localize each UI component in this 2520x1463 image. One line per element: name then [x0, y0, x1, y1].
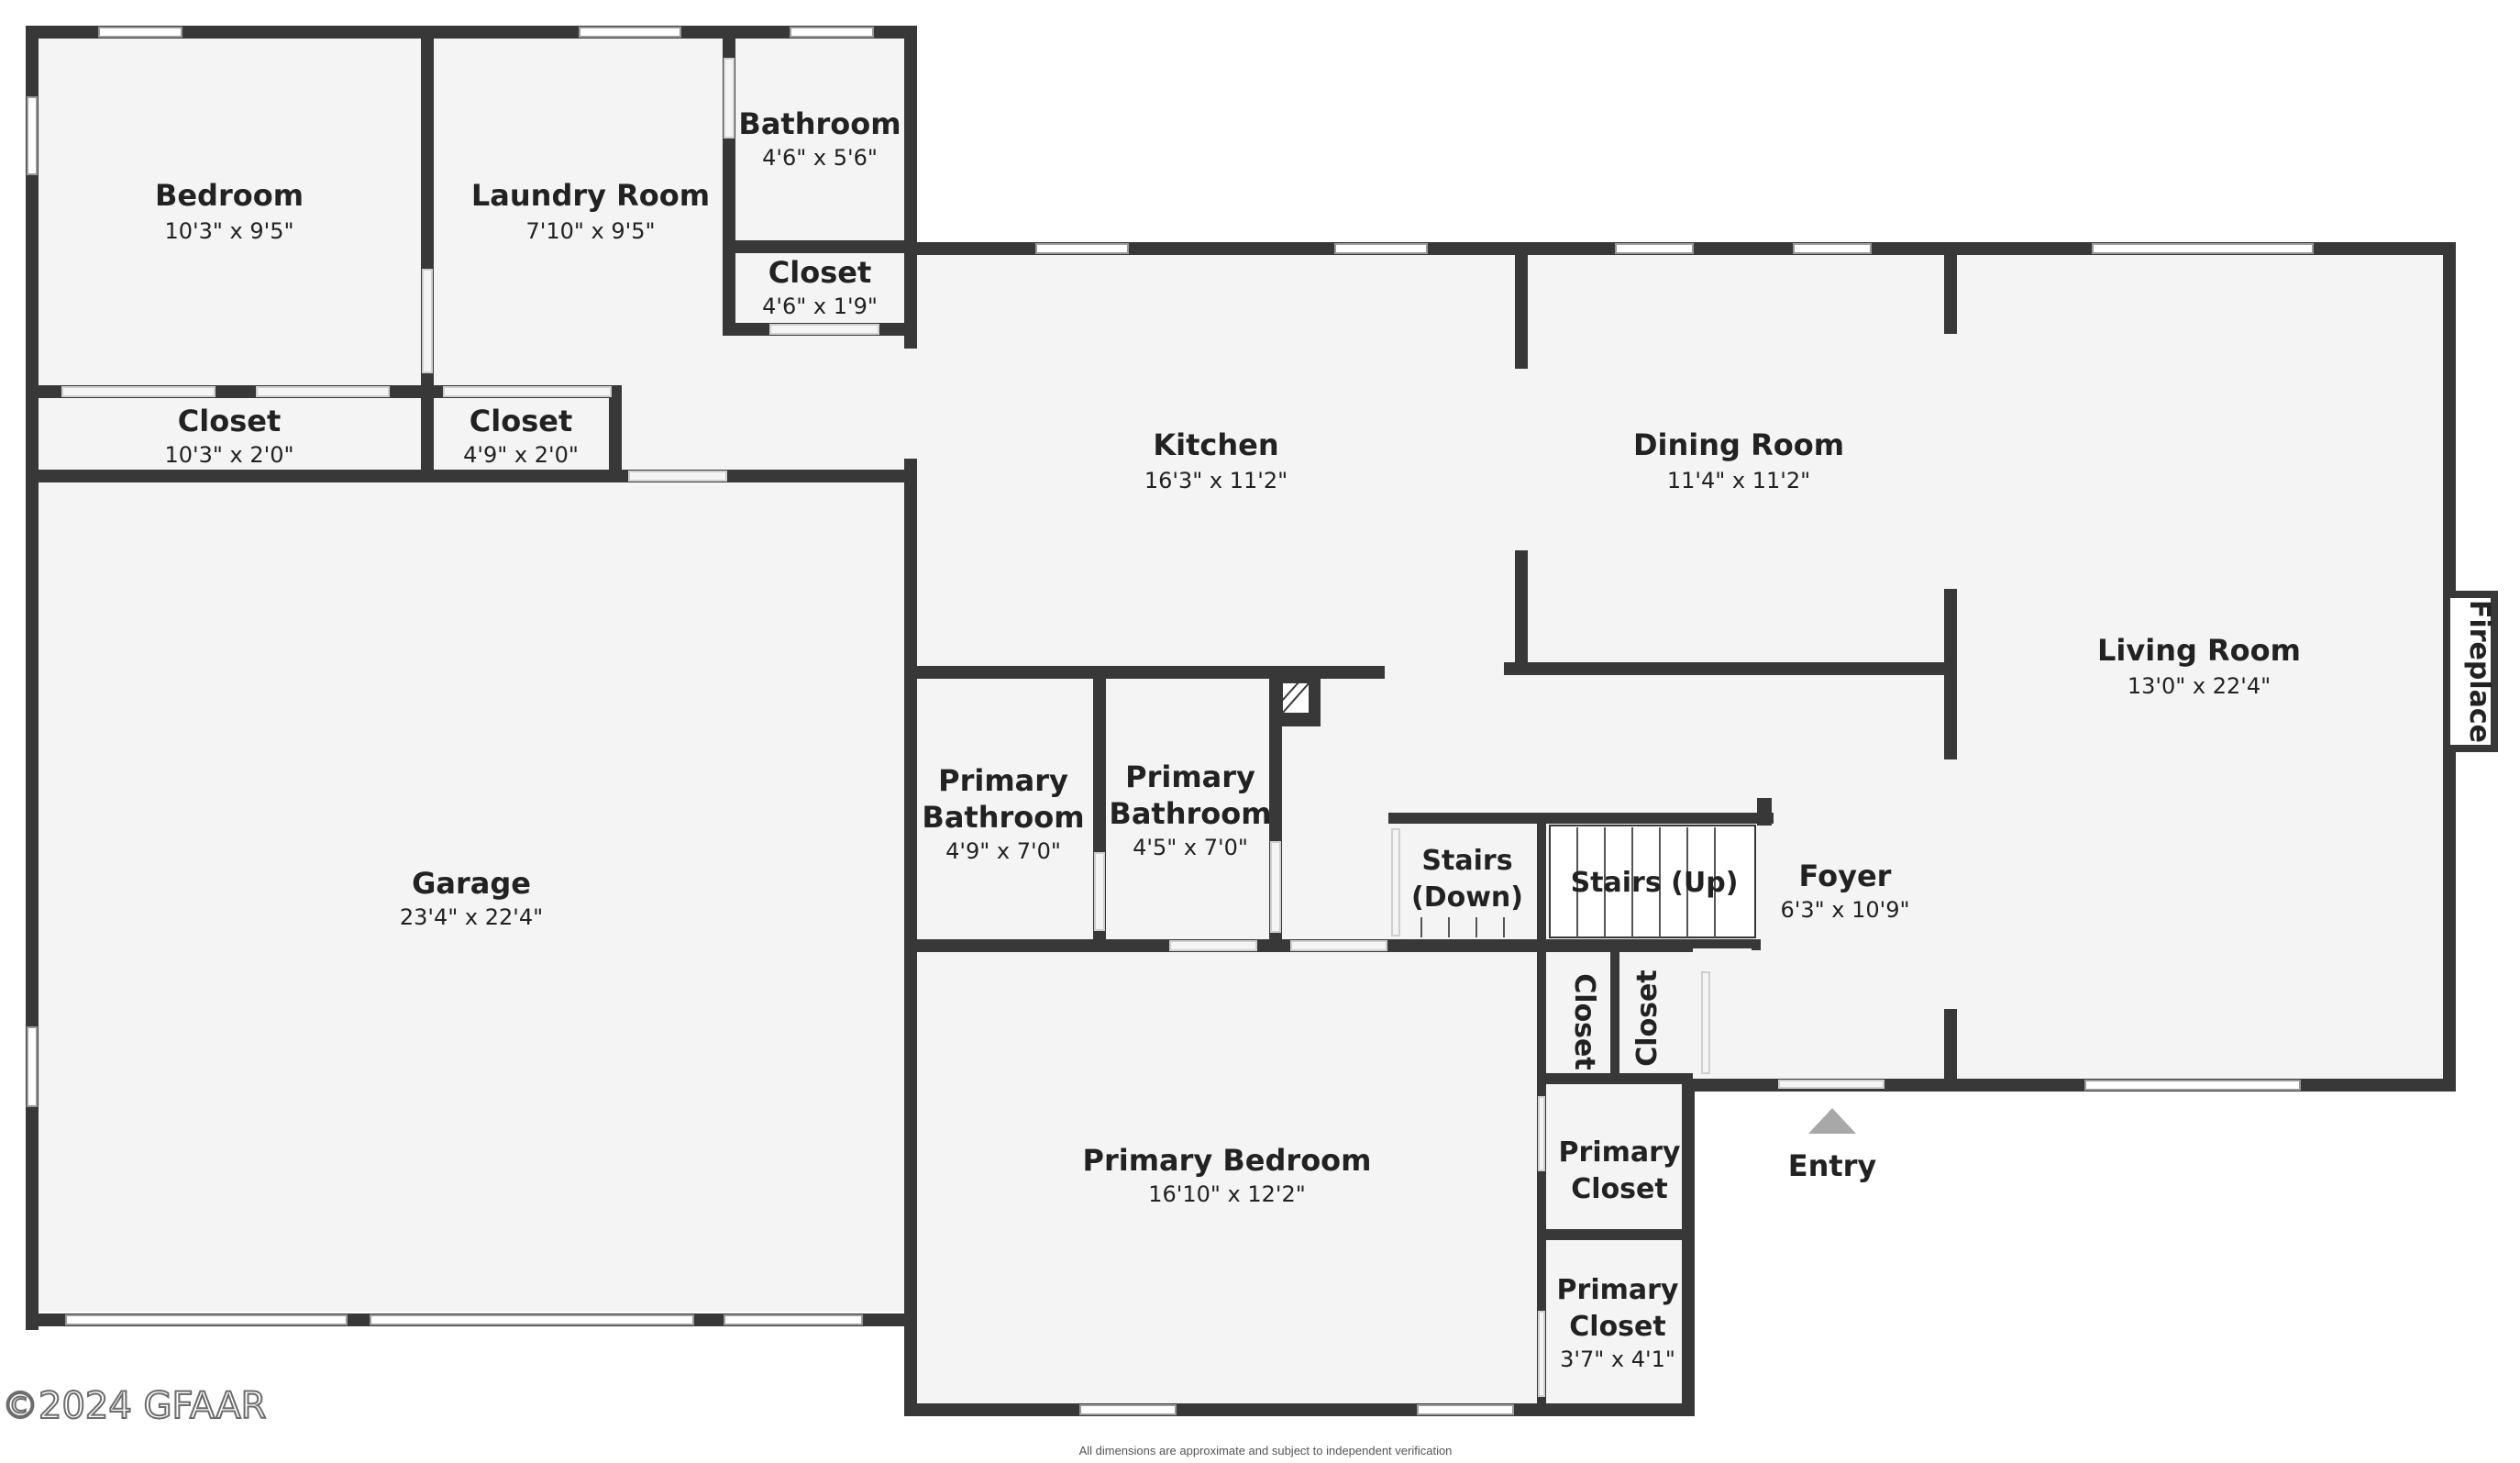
- primary-bathroom-1-name-line1: Primary: [938, 763, 1068, 798]
- garage-name: Garage: [412, 866, 531, 901]
- closet-small-name: Closet: [768, 255, 871, 290]
- living-room-dims: 13'0" x 22'4": [2128, 673, 2271, 699]
- foyer-dims: 6'3" x 10'9": [1780, 897, 1909, 923]
- closet-laundry-dims: 4'9" x 2'0": [463, 442, 579, 468]
- closet-vertical-1-name: Closet: [1568, 973, 1600, 1070]
- bedroom-name: Bedroom: [155, 178, 304, 213]
- primary-bedroom-dims: 16'10" x 12'2": [1148, 1181, 1306, 1207]
- door-openings: [61, 58, 1884, 1397]
- primary-bathroom-2-name-line2: Bathroom: [1109, 796, 1271, 831]
- kitchen-name: Kitchen: [1153, 427, 1278, 462]
- stairs-treads: [1420, 825, 1756, 938]
- stairs-down-name-line1: Stairs: [1421, 845, 1512, 877]
- primary-closet-2-name-line1: Primary: [1557, 1274, 1679, 1306]
- laundry-room-name: Laundry Room: [471, 178, 710, 213]
- stairs-down-name-line2: (Down): [1411, 881, 1523, 914]
- primary-closet-2-name-line2: Closet: [1569, 1311, 1665, 1343]
- bathroom-dims: 4'6" x 5'6": [762, 145, 878, 171]
- floor-fills: [33, 33, 2448, 1413]
- kitchen-dims: 16'3" x 11'2": [1144, 468, 1288, 493]
- entry-label: Entry: [1788, 1148, 1877, 1183]
- closet-vertical-2-name: Closet: [1631, 970, 1663, 1066]
- foyer-name: Foyer: [1799, 859, 1892, 893]
- fireplace-name: Fireplace: [2463, 600, 2495, 743]
- copyright-watermark: ©2024 GFAAR: [2, 1385, 266, 1427]
- garage-dims: 23'4" x 22'4": [400, 904, 543, 930]
- room-labels: Bedroom 10'3" x 9'5" Laundry Room 7'10" …: [155, 106, 2495, 1372]
- windows: [27, 27, 2314, 1415]
- bedroom-dims: 10'3" x 9'5": [164, 218, 293, 244]
- primary-bathroom-2-name-line1: Primary: [1125, 759, 1255, 794]
- bathroom-name: Bathroom: [738, 106, 901, 141]
- living-room-name: Living Room: [2097, 633, 2301, 668]
- laundry-room-dims: 7'10" x 9'5": [525, 218, 655, 244]
- primary-closet-1-name-line1: Primary: [1559, 1136, 1681, 1169]
- entry-arrow-icon: [1808, 1108, 1856, 1134]
- dining-room-name: Dining Room: [1633, 427, 1844, 462]
- fireplace-hatch: [1281, 598, 2491, 745]
- primary-closet-1-name-line2: Closet: [1571, 1173, 1667, 1205]
- dining-room-dims: 11'4" x 11'2": [1667, 468, 1810, 493]
- primary-bathroom-2-dims: 4'5" x 7'0": [1133, 835, 1248, 860]
- primary-closet-2-dims: 3'7" x 4'1": [1560, 1347, 1675, 1372]
- dimensions-disclaimer: All dimensions are approximate and subje…: [1079, 1444, 1453, 1457]
- primary-bathroom-1-name-line2: Bathroom: [922, 800, 1084, 835]
- primary-bathroom-1-dims: 4'9" x 7'0": [945, 838, 1061, 864]
- closet-bedroom-dims: 10'3" x 2'0": [164, 442, 293, 468]
- primary-bedroom-name: Primary Bedroom: [1082, 1143, 1371, 1178]
- closet-small-dims: 4'6" x 1'9": [762, 294, 878, 319]
- closet-laundry-name: Closet: [470, 404, 572, 438]
- stairs-up-name: Stairs (Up): [1571, 867, 1739, 899]
- closet-bedroom-name: Closet: [178, 404, 281, 438]
